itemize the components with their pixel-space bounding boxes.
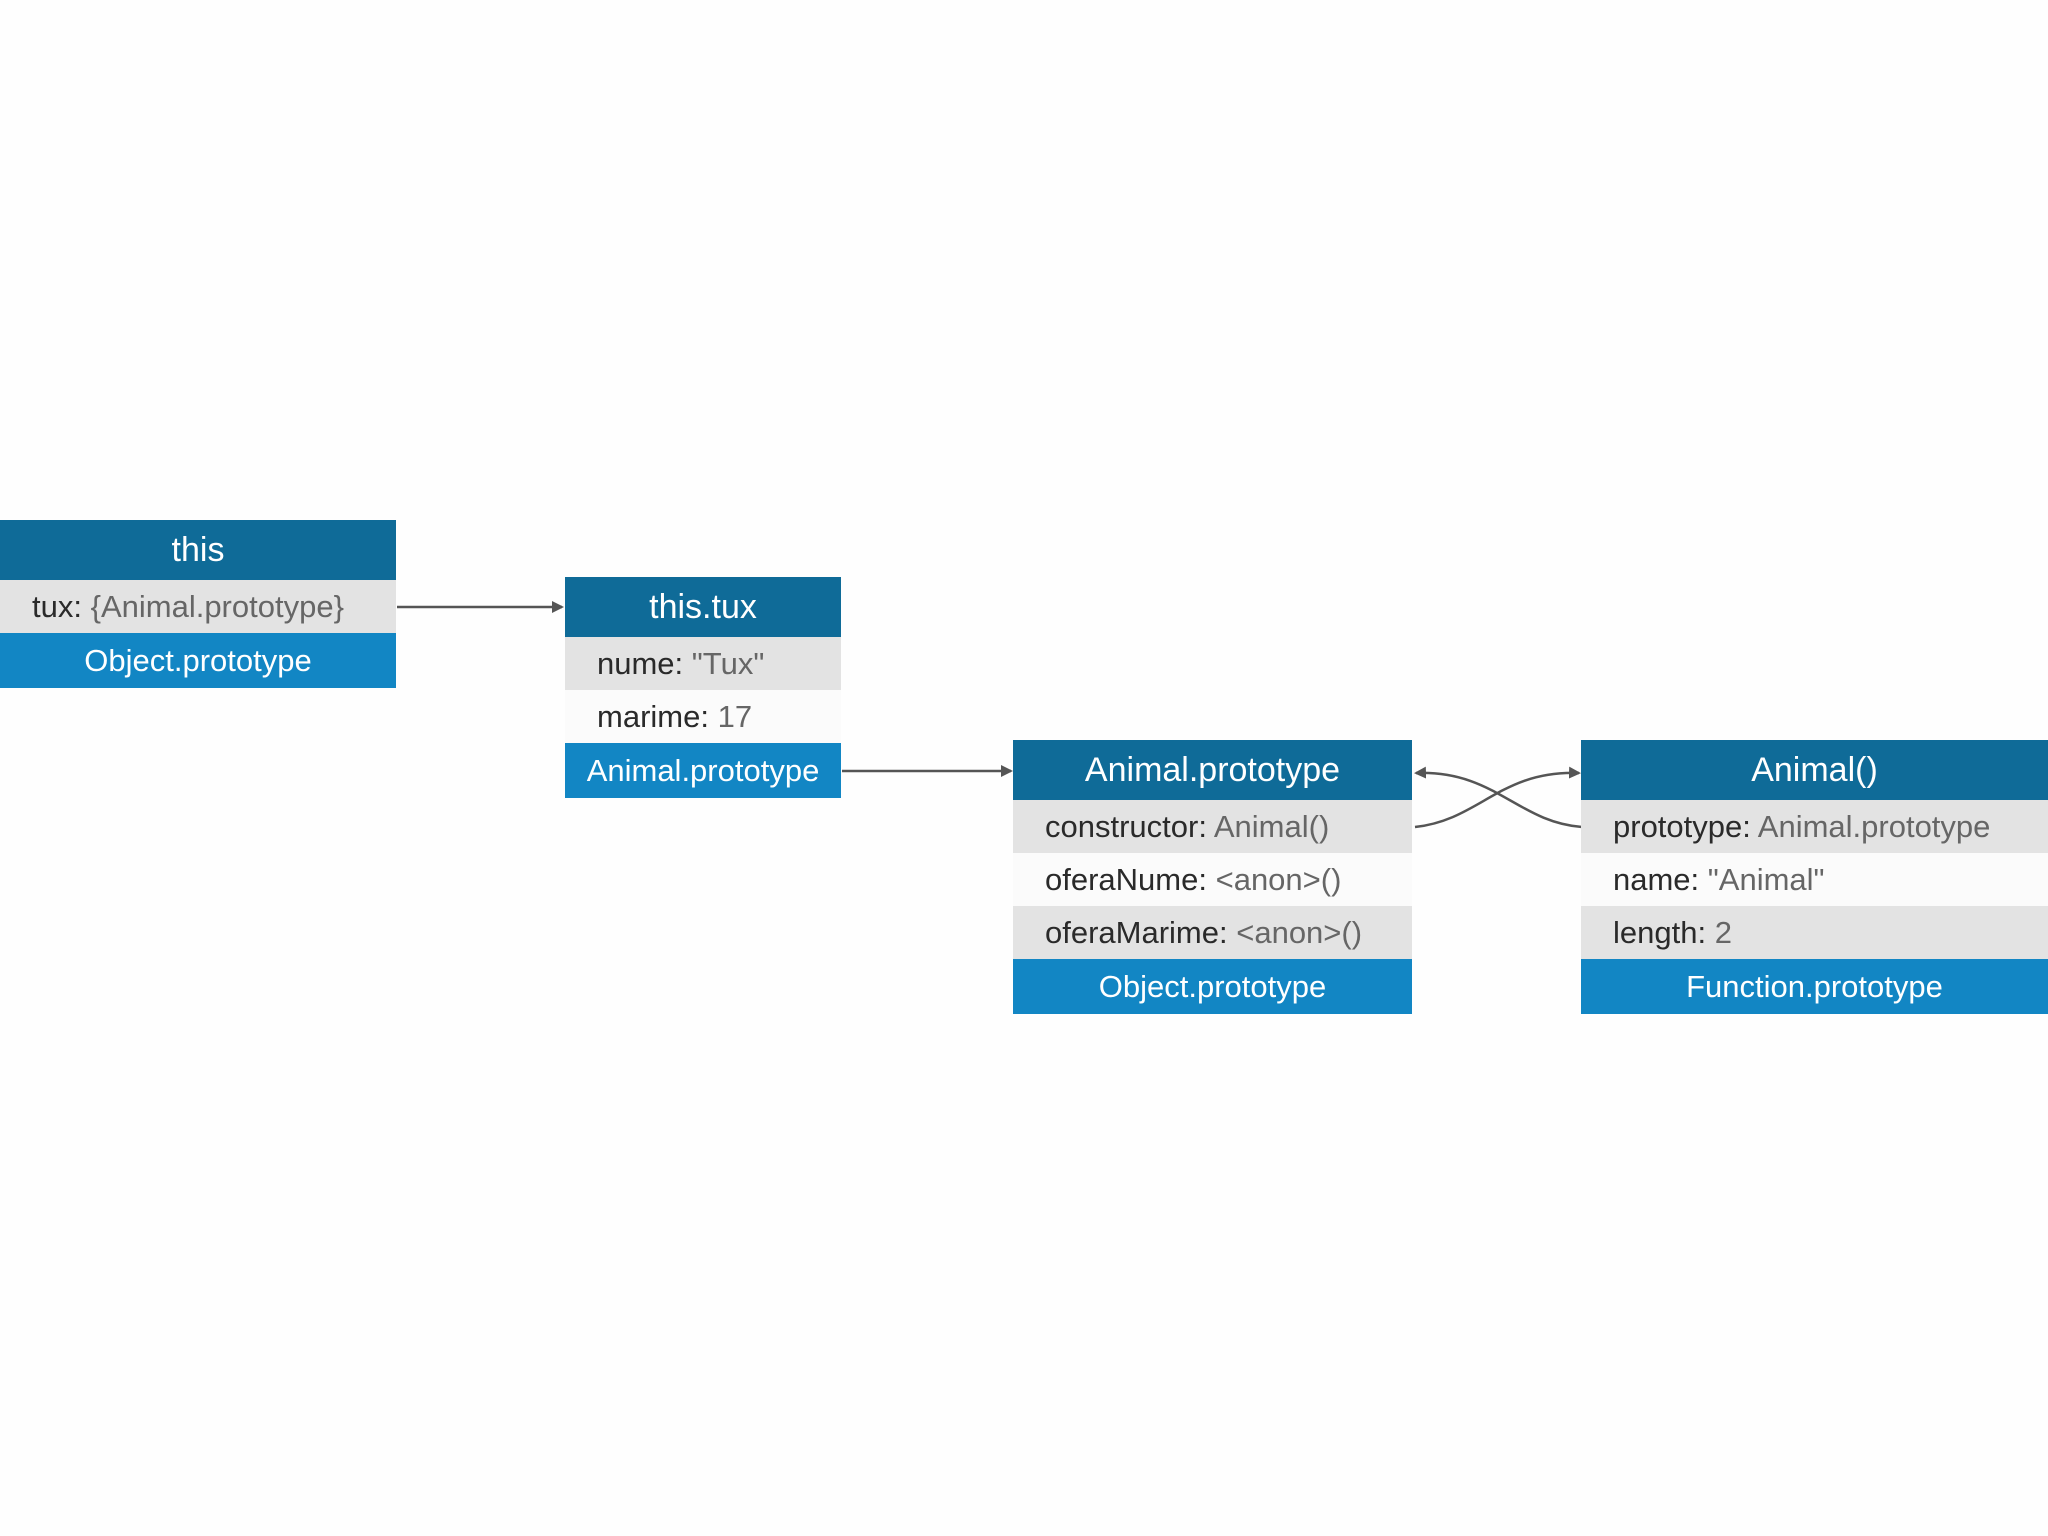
property-value: Animal() (1213, 809, 1330, 844)
property-key: marime: (597, 699, 709, 734)
node-animal-prototype: Animal.prototype constructor: Animal() o… (1013, 740, 1412, 1014)
property-row: tux: {Animal.prototype} (0, 580, 396, 633)
property-key: prototype: (1613, 809, 1751, 844)
property-value: <anon>() (1215, 862, 1342, 897)
property-key: length: (1613, 915, 1707, 950)
property-key: name: (1613, 862, 1700, 897)
node-this: this tux: {Animal.prototype} Object.prot… (0, 520, 396, 688)
property-row: oferaNume: <anon>() (1013, 853, 1412, 906)
node-title: this (0, 520, 396, 580)
property-row: prototype: Animal.prototype (1581, 800, 2048, 853)
property-row: name: "Animal" (1581, 853, 2048, 906)
property-row: marime: 17 (565, 690, 841, 743)
edge-constructor-to-animal-fn (1414, 766, 1581, 829)
property-value: 2 (1714, 915, 1732, 950)
node-title: Animal() (1581, 740, 2048, 800)
property-value: "Animal" (1707, 862, 1825, 897)
node-this-tux: this.tux nume: "Tux" marime: 17 Animal.p… (565, 577, 841, 798)
property-value: <anon>() (1236, 915, 1363, 950)
property-key: nume: (597, 646, 684, 681)
property-key: oferaNume: (1045, 862, 1207, 897)
property-key: tux: (32, 589, 82, 624)
prototype-link: Object.prototype (1013, 959, 1412, 1014)
property-key: oferaMarime: (1045, 915, 1228, 950)
prototype-link: Object.prototype (0, 633, 396, 688)
property-value: Animal.prototype (1757, 809, 1991, 844)
node-title: Animal.prototype (1013, 740, 1412, 800)
prototype-link: Animal.prototype (565, 743, 841, 798)
node-title: this.tux (565, 577, 841, 637)
prototype-link: Function.prototype (1581, 959, 2048, 1014)
node-animal-function: Animal() prototype: Animal.prototype nam… (1581, 740, 2048, 1014)
edge-prototype-to-animal-prototype (1414, 766, 1583, 829)
property-row: length: 2 (1581, 906, 2048, 959)
property-row: constructor: Animal() (1013, 800, 1412, 853)
property-value: "Tux" (691, 646, 765, 681)
property-value: 17 (717, 699, 753, 734)
property-value: {Animal.prototype} (90, 589, 344, 624)
property-key: constructor: (1045, 809, 1207, 844)
property-row: nume: "Tux" (565, 637, 841, 690)
property-row: oferaMarime: <anon>() (1013, 906, 1412, 959)
